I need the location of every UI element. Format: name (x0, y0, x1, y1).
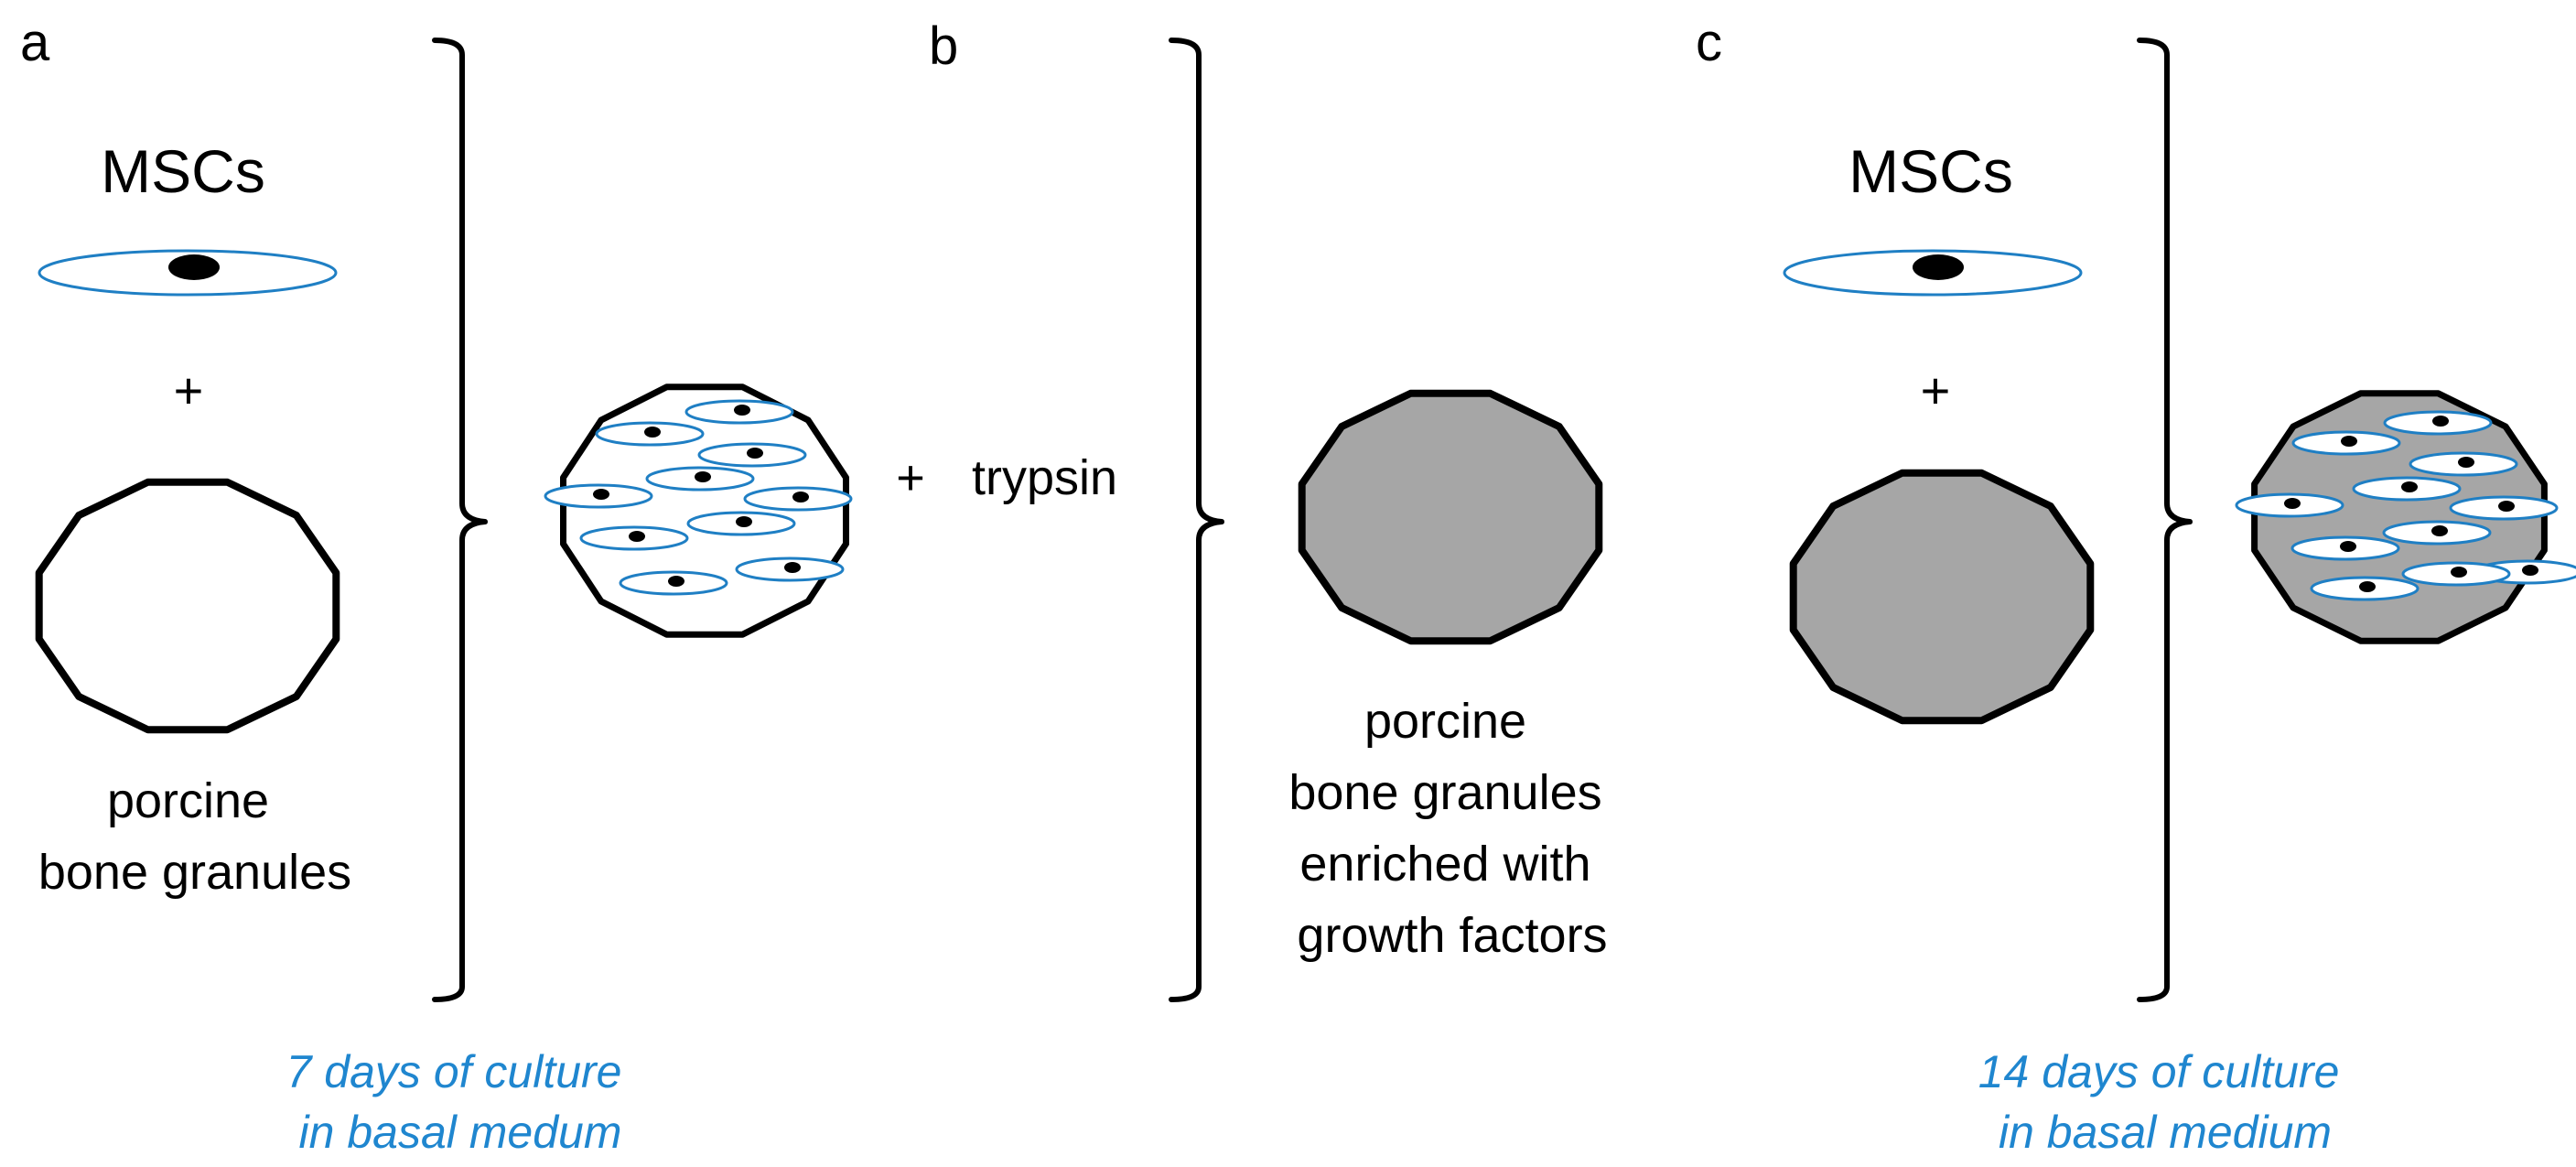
cell-nucleus (2359, 581, 2376, 592)
seeded-cells-c (2235, 410, 2576, 601)
seeded-cell (686, 511, 796, 536)
granule-label-b: porcine bone granules enriched with grow… (1288, 694, 1615, 963)
seeded-cell (743, 486, 853, 512)
panel-b: b porcine bone granules enriched with gr… (929, 16, 1615, 1002)
cell-nucleus (2401, 481, 2418, 492)
cell-nucleus (2451, 567, 2467, 578)
seeded-cell (2409, 451, 2518, 477)
cell-seeded-granule-icon (544, 384, 853, 638)
culture-note-7-days-line-1: 7 days of culture (286, 1046, 622, 1097)
cell-nucleus (2458, 457, 2474, 468)
cell-nucleus (668, 576, 684, 587)
cell-nucleus (2341, 436, 2357, 447)
seeded-cells-a (544, 399, 853, 596)
reagent-plus: + (896, 450, 925, 505)
panel-letter-a: a (20, 13, 50, 72)
cell-nucleus (644, 427, 661, 438)
seeded-cell (735, 556, 845, 582)
msc-cell-icon (38, 249, 338, 297)
bracket-b (1169, 38, 1224, 1002)
cell-nucleus (734, 405, 750, 416)
seeded-cell (2291, 430, 2401, 456)
seeded-cell (2449, 495, 2559, 521)
seeded-cell (697, 442, 807, 468)
granule-label-b-line-3: enriched with (1299, 837, 1590, 891)
bracket-c (2137, 38, 2193, 1002)
seeded-cell (645, 466, 755, 492)
seeded-cell (595, 421, 705, 447)
bracket-a (432, 38, 488, 1002)
granule-label-a-line-1: porcine (107, 773, 269, 828)
culture-note-14-days: 14 days of culture in basal medium (1978, 1046, 2353, 1158)
granule-label-a: porcine bone granules (38, 773, 351, 900)
seeded-cell (2235, 492, 2344, 518)
cell-nucleus (736, 516, 752, 527)
panel-a: a MSCs + porcine bone granules + trypsin (20, 13, 1117, 1002)
cell-nucleus (2432, 416, 2449, 427)
culture-note-14-days-line-1: 14 days of culture (1978, 1046, 2340, 1097)
cell-nucleus (2431, 525, 2448, 536)
seeded-cell (2310, 576, 2420, 601)
cell-nucleus (747, 448, 763, 459)
enriched-bone-granule-c (1789, 469, 2095, 725)
reagent-label: trypsin (972, 450, 1117, 505)
cell-seeded-granule-icon (2235, 390, 2576, 644)
culture-note-7-days: 7 days of culture in basal medum (286, 1046, 635, 1158)
granule-label-b-line-2: bone granules (1288, 765, 1601, 820)
enriched-granule-icon (1789, 469, 2095, 725)
seeded-cell (579, 525, 689, 551)
seeded-cell (2383, 410, 2493, 436)
cell-nucleus (629, 531, 645, 542)
cell-nucleus (695, 471, 711, 482)
seeded-cell (544, 483, 653, 509)
plus-sign-c: + (1921, 362, 1951, 419)
cell-nucleus (2522, 565, 2538, 576)
plus-sign-a: + (174, 362, 204, 419)
culture-note-7-days-line-2: in basal medum (299, 1107, 622, 1158)
seeded-cell (2382, 520, 2492, 546)
seeded-cell (619, 570, 728, 596)
granule-label-b-line-1: porcine (1364, 694, 1526, 749)
granule-label-b-line-4: growth factors (1297, 908, 1607, 963)
culture-note-14-days-line-2: in basal medium (1999, 1107, 2332, 1158)
seeded-cell (2290, 535, 2400, 561)
panel-c: c MSCs + (1696, 13, 2576, 1002)
seeded-cell (2352, 476, 2462, 502)
enriched-bone-granule (1298, 389, 1603, 645)
cell-nucleus (784, 562, 801, 573)
msc-label-c: MSCs (1848, 137, 2013, 205)
cell-nucleus (2498, 501, 2515, 512)
cell-nucleus (2340, 541, 2356, 552)
granule-label-a-line-2: bone granules (38, 845, 351, 900)
msc-label-a: MSCs (101, 137, 265, 205)
msc-cell-icon (1783, 249, 2083, 297)
enriched-granule-icon (1298, 389, 1603, 645)
bone-granule-icon (35, 478, 340, 734)
panel-letter-c: c (1696, 13, 1722, 72)
cell-nucleus (792, 492, 809, 502)
panel-letter-b: b (929, 16, 958, 76)
cell-nucleus (2284, 498, 2301, 509)
cell-nucleus (593, 489, 609, 500)
seeded-cell (2401, 561, 2511, 587)
seeded-cell (684, 399, 794, 425)
plain-bone-granule (35, 478, 340, 734)
